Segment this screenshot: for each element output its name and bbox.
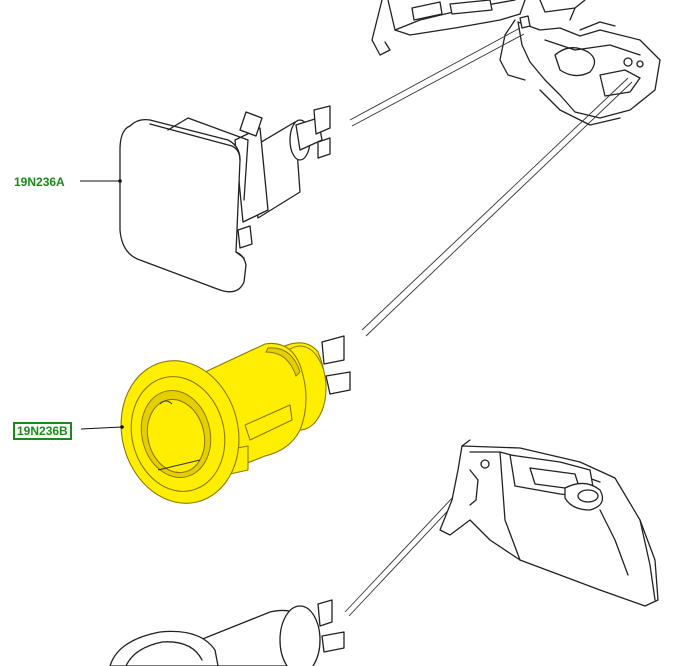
trim-panel-context-illustration [439,439,659,607]
callout-19N236B-leader [80,426,123,430]
callout-19N236A[interactable]: 19N236A [14,175,65,189]
callout-19N236B[interactable]: 19N236B [13,422,72,440]
part-19N236A [119,105,331,293]
console-context-illustration [371,0,661,126]
callout-19N236A-dot [118,179,122,183]
part-19N236B [120,335,351,504]
callout-19N236B-dot [120,425,124,429]
round-socket-lower [109,599,345,666]
